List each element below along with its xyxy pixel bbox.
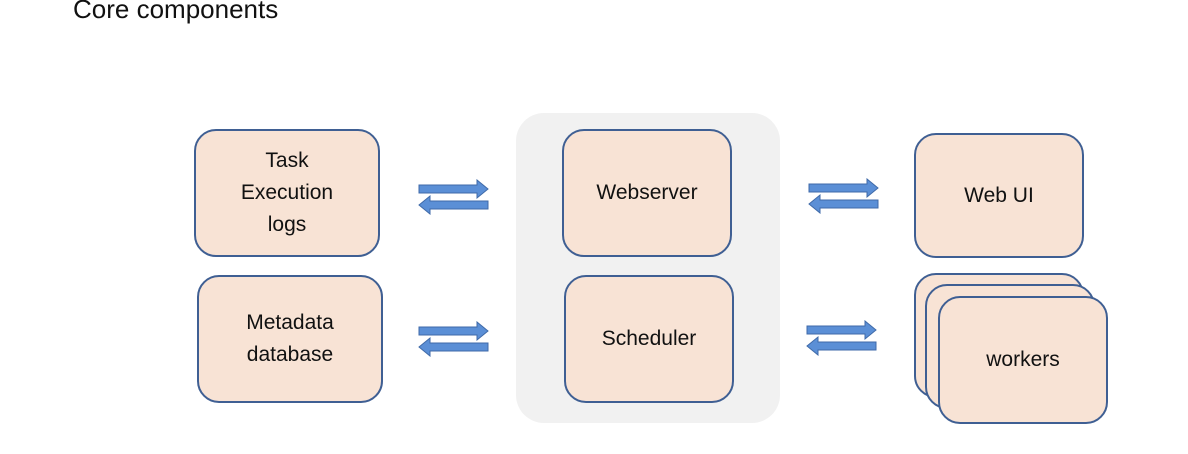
web-ui-label: Web UI — [964, 183, 1034, 207]
metadata-database-label: Metadata database — [246, 311, 334, 366]
webserver-webui-arrows-icon — [808, 178, 879, 214]
webserver-label: Webserver — [596, 181, 698, 204]
task-execution-logs-box: Task Execution logs — [194, 129, 380, 257]
scheduler-workers-arrows-icon — [806, 320, 877, 356]
database-scheduler-arrows-icon — [418, 321, 489, 357]
workers-label: workers — [986, 348, 1060, 371]
workers-box: workers — [938, 296, 1108, 424]
scheduler-box: Scheduler — [564, 275, 734, 403]
task-execution-logs-label: Task Execution logs — [240, 149, 334, 236]
web-ui-box: Web UI — [914, 133, 1084, 258]
metadata-database-box: Metadata database — [197, 275, 383, 403]
diagram-title: Core components — [73, 0, 279, 24]
scheduler-label: Scheduler — [601, 327, 697, 350]
webserver-box: Webserver — [562, 129, 732, 257]
logs-webserver-arrows-icon — [418, 179, 489, 215]
